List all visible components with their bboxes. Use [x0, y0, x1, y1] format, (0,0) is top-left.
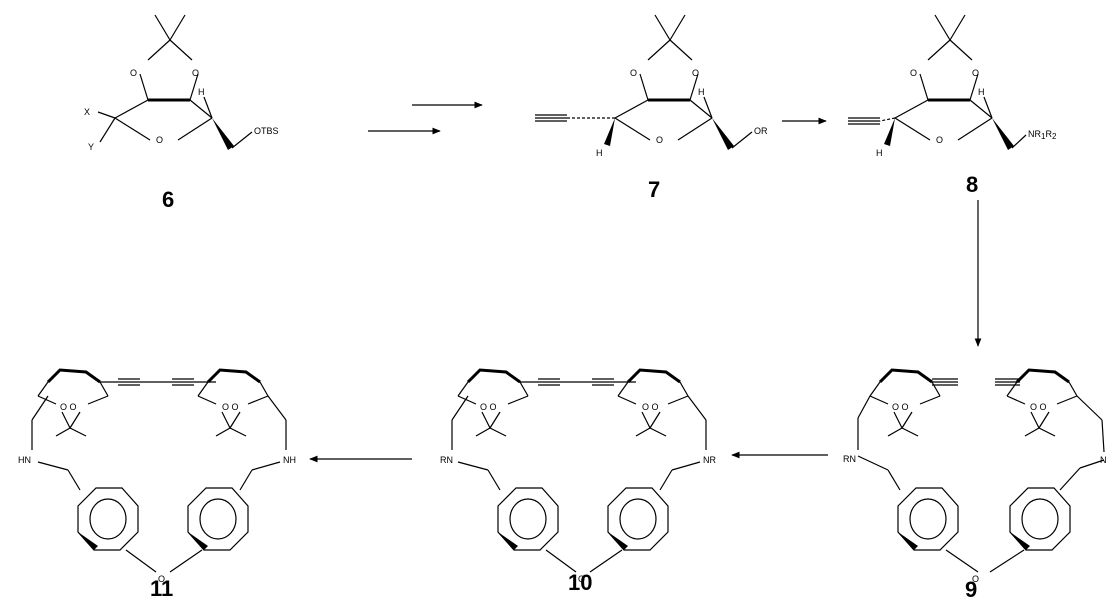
acetonide-oo: O O: [60, 402, 77, 412]
n-label: N: [1100, 455, 1107, 465]
atom-o: O: [156, 135, 163, 145]
nh-label: NH: [283, 455, 296, 465]
atom-o: O: [158, 574, 165, 584]
compound-6: O O H O X Y OTBS 6: [84, 14, 279, 212]
atom-y: Y: [88, 142, 94, 152]
atom-o: O: [192, 68, 199, 78]
acetonide-oo: O O: [222, 402, 239, 412]
compound-number: 9: [965, 577, 977, 599]
atom-o: O: [578, 574, 585, 584]
amine-label: NR1R2: [1028, 129, 1057, 141]
atom-o: O: [630, 68, 637, 78]
acetonide-oo: O O: [1030, 402, 1047, 412]
hn-label: HN: [18, 455, 31, 465]
acetonide-oo: O O: [892, 402, 909, 412]
atom-h: H: [596, 148, 603, 158]
atom-o: O: [972, 574, 979, 584]
atom-o: O: [656, 135, 663, 145]
atom-h: H: [978, 87, 985, 97]
atom-x: X: [84, 107, 90, 117]
atom-o: O: [972, 68, 979, 78]
compound-number: 11: [150, 576, 173, 599]
nr-label: NR: [703, 455, 716, 465]
compound-number: 7: [648, 177, 660, 202]
rn-label: RN: [440, 455, 453, 465]
compound-number: 10: [568, 570, 592, 595]
compound-8: O O H H O NR1R2 8: [848, 14, 1057, 197]
atom-h: H: [198, 87, 205, 97]
compound-11: O HN NH O O O O 11: [18, 368, 296, 599]
rn-label: RN: [843, 454, 856, 464]
compound-number: 6: [162, 187, 174, 212]
atom-o: O: [692, 68, 699, 78]
atom-o: O: [130, 68, 137, 78]
atom-o: O: [910, 68, 917, 78]
acetonide-oo: O O: [642, 402, 659, 412]
compound-number: 8: [966, 172, 978, 197]
otbs-label: OTBS: [254, 126, 279, 136]
compound-7: O O H H O OR 7: [535, 14, 768, 202]
atom-h: H: [876, 148, 883, 158]
or-label: OR: [754, 126, 768, 136]
compound-9: O RN N O O O O 9: [843, 368, 1107, 599]
acetonide-oo: O O: [480, 402, 497, 412]
atom-o: O: [936, 135, 943, 145]
compound-10: O RN NR O O O O 10: [440, 368, 716, 595]
atom-h: H: [698, 87, 705, 97]
